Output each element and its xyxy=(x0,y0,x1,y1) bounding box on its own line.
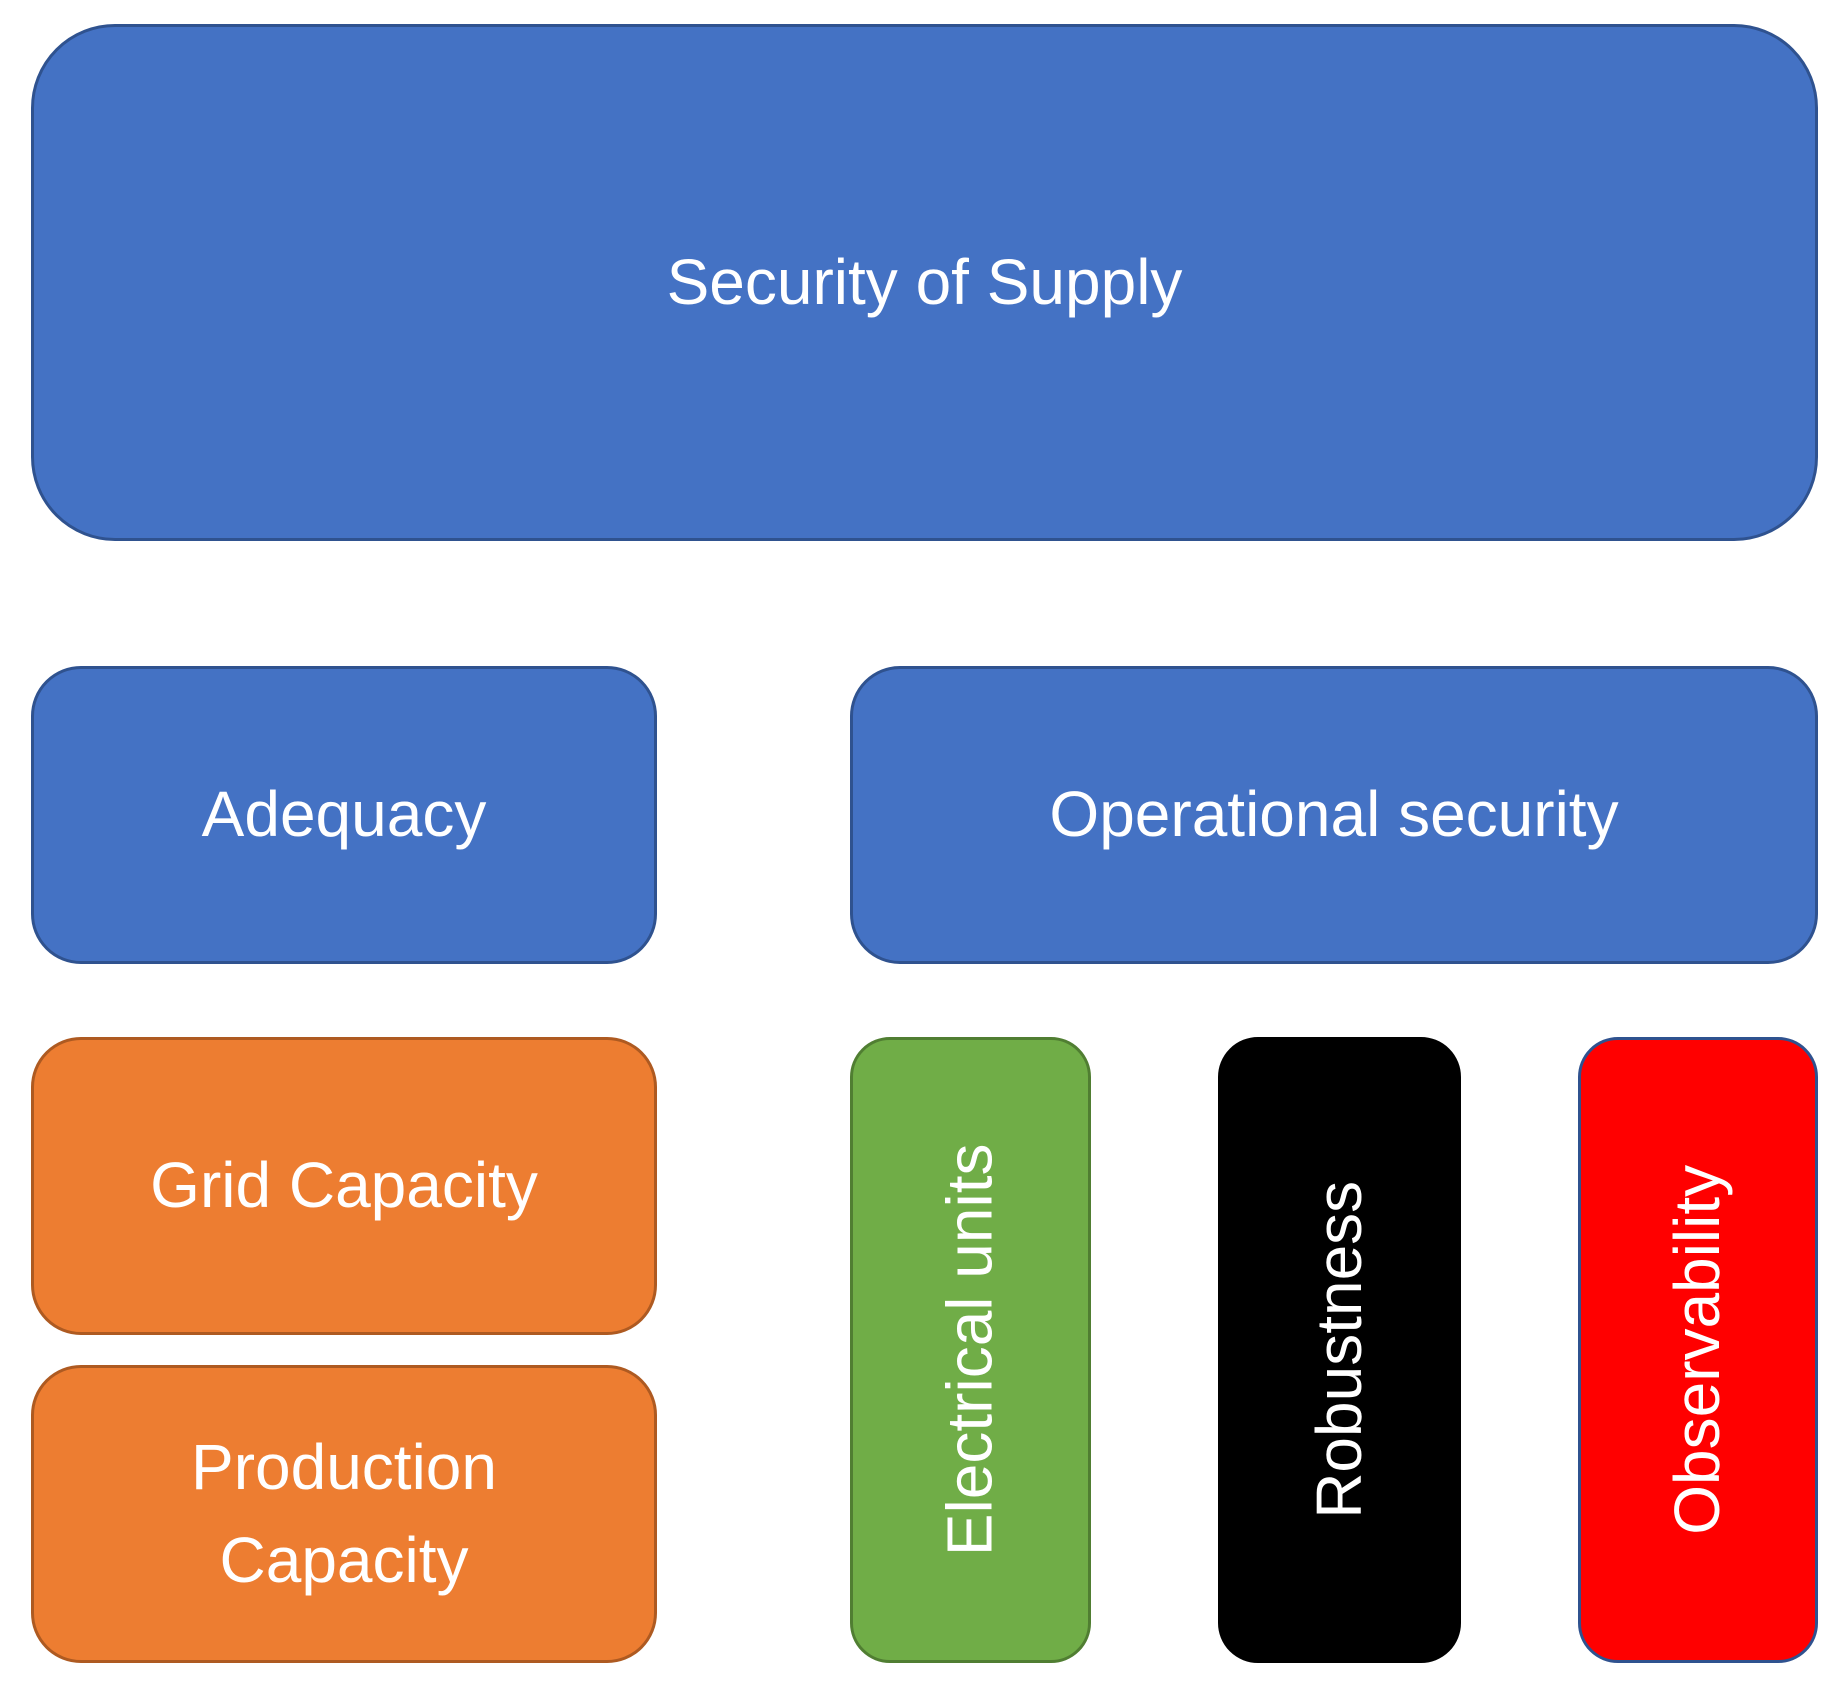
operational-security-box: Operational security xyxy=(850,666,1818,964)
electrical-units-label: Electrical units xyxy=(933,1143,1006,1557)
production-capacity-box: Production Capacity xyxy=(31,1365,657,1663)
operational-security-label: Operational security xyxy=(1049,778,1619,851)
grid-capacity-label: Grid Capacity xyxy=(150,1149,538,1222)
grid-capacity-box: Grid Capacity xyxy=(31,1037,657,1335)
security-of-supply-box: Security of Supply xyxy=(31,24,1818,541)
robustness-label: Robustness xyxy=(1302,1181,1375,1519)
security-of-supply-label: Security of Supply xyxy=(666,245,1183,318)
adequacy-label: Adequacy xyxy=(201,778,487,851)
electrical-units-box: Electrical units xyxy=(850,1037,1091,1663)
observability-box: Observability xyxy=(1578,1037,1818,1663)
robustness-box: Robustness xyxy=(1218,1037,1461,1663)
observability-label: Observability xyxy=(1661,1165,1734,1535)
production-capacity-label: Production Capacity xyxy=(191,1431,497,1596)
adequacy-box: Adequacy xyxy=(31,666,657,964)
